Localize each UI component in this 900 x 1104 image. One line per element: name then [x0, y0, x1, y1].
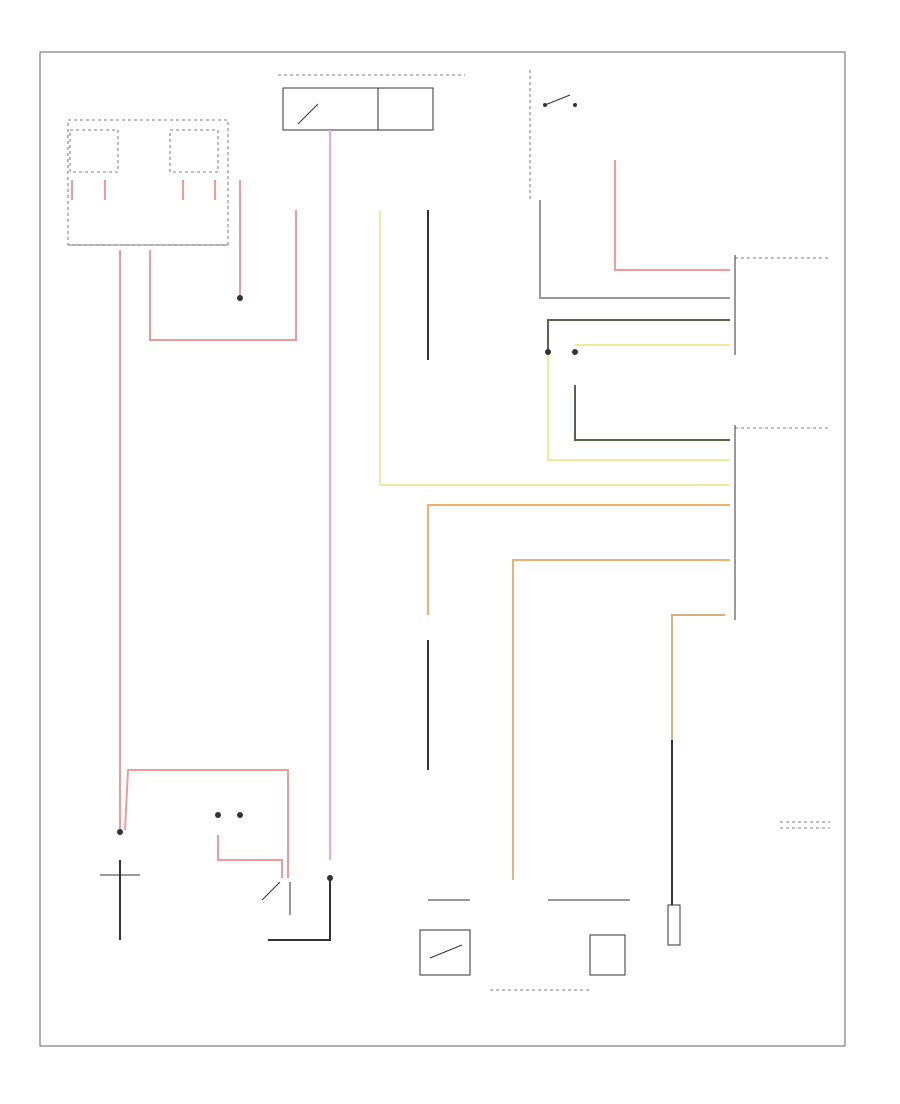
wire-yellow-bcm [547, 350, 730, 461]
wire-gray-ignition [539, 200, 730, 299]
wire-orange-solenoid [512, 559, 730, 880]
wires [71, 130, 730, 941]
ignition-switch [278, 74, 465, 131]
top-right-switch [529, 70, 577, 200]
underhood-fuse-block [67, 119, 229, 246]
right-dashed-marks [780, 821, 830, 829]
wire-green-bcm [547, 319, 730, 350]
wire-orange-trs [427, 504, 730, 615]
connector-marks [117, 295, 578, 881]
starter-relay [261, 881, 291, 915]
wire-red-loop [149, 210, 297, 341]
wire-red-starter-loop [124, 769, 289, 878]
engine-control-module [734, 425, 830, 620]
transmission-solenoid-block [419, 899, 630, 991]
body-control-module [734, 255, 830, 355]
wire-yellow [379, 210, 730, 486]
wire-red-ignition [614, 160, 730, 271]
wire-tan-trs [671, 614, 725, 905]
wire-black-starter [268, 880, 331, 941]
diagram-frame [39, 51, 846, 1047]
wire-green-ecm [574, 385, 730, 441]
wire-red-starter-relay [217, 835, 283, 878]
transmission-range-switch [667, 904, 681, 946]
